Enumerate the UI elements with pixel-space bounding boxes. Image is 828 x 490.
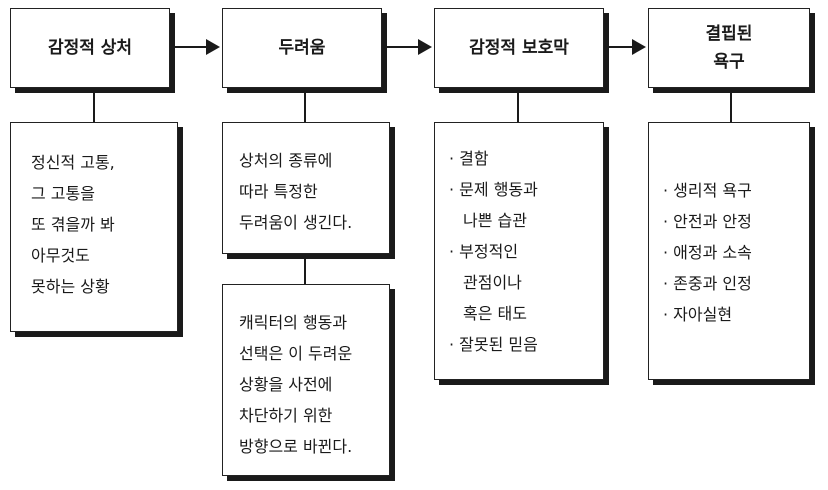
desc-emotional-wound-line-3: 또 겪을까 봐 (31, 215, 115, 234)
desc-fear-origin-line-1: 상처의 종류에 (239, 151, 333, 170)
header-unmet-needs: 결핍된 욕구 (648, 8, 810, 88)
need-belonging: 애정과 소속 (663, 237, 809, 268)
shield-item-negative: 부정적인 (449, 236, 603, 267)
desc-emotional-wound-line-1: 정신적 고통, (31, 153, 115, 172)
arrow-3-head (632, 39, 646, 55)
header-emotional-shield-label: 감정적 보호막 (469, 38, 569, 58)
header-fear: 두려움 (222, 8, 382, 88)
desc-emotional-wound-line-5: 못하는 상황 (31, 277, 110, 296)
shield-item-attitude: 혹은 태도 (463, 304, 527, 323)
connector-col2-top (304, 88, 306, 122)
need-physiological: 생리적 욕구 (663, 175, 809, 206)
need-safety: 안전과 안정 (663, 206, 809, 237)
desc-emotional-shield: 결함 문제 행동과 나쁜 습관 부정적인 관점이나 혹은 태도 잘못된 믿음 (434, 122, 604, 380)
desc-emotional-wound-line-4: 아무것도 (31, 246, 90, 265)
connector-col4 (730, 88, 732, 122)
header-emotional-shield: 감정적 보호막 (434, 8, 604, 88)
desc-fear-behavior: 캐릭터의 행동과 선택은 이 두려운 상황을 사전에 차단하기 위한 방향으로 … (222, 284, 390, 476)
shield-item-bad-habit: 나쁜 습관 (463, 211, 527, 230)
need-self-actualization: 자아실현 (663, 299, 809, 330)
header-emotional-wound: 감정적 상처 (10, 8, 170, 88)
shield-item-problem-behavior: 문제 행동과 (449, 174, 603, 205)
desc-fear-behavior-line-1: 캐릭터의 행동과 (239, 313, 348, 332)
header-unmet-needs-line-2: 욕구 (713, 52, 745, 72)
desc-emotional-wound-line-2: 그 고통을 (31, 184, 95, 203)
desc-fear-behavior-line-3: 상황을 사전에 (239, 375, 333, 394)
desc-fear-origin: 상처의 종류에 따라 특정한 두려움이 생긴다. (222, 122, 390, 254)
need-esteem: 존중과 인정 (663, 268, 809, 299)
arrow-1-shaft (170, 46, 208, 48)
arrow-1-head (206, 39, 220, 55)
header-emotional-wound-label: 감정적 상처 (47, 38, 133, 58)
shield-item-flaw: 결함 (449, 143, 603, 174)
header-fear-label: 두려움 (278, 38, 326, 58)
connector-col3 (517, 88, 519, 122)
arrow-2-head (418, 39, 432, 55)
shield-item-viewpoint: 관점이나 (463, 273, 522, 292)
desc-fear-behavior-line-4: 차단하기 위한 (239, 406, 333, 425)
connector-col2-mid (304, 254, 306, 284)
desc-fear-origin-line-3: 두려움이 생긴다. (239, 213, 353, 232)
header-unmet-needs-line-1: 결핍된 (705, 24, 753, 44)
desc-fear-behavior-line-2: 선택은 이 두려운 (239, 344, 353, 363)
arrow-3-shaft (604, 46, 634, 48)
desc-fear-behavior-line-5: 방향으로 바뀐다. (239, 437, 353, 456)
desc-fear-origin-line-2: 따라 특정한 (239, 182, 318, 201)
connector-col1 (93, 88, 95, 122)
arrow-2-shaft (382, 46, 420, 48)
shield-item-wrong-belief: 잘못된 믿음 (449, 329, 603, 360)
desc-unmet-needs: 생리적 욕구 안전과 안정 애정과 소속 존중과 인정 자아실현 (648, 122, 810, 380)
desc-emotional-wound: 정신적 고통, 그 고통을 또 겪을까 봐 아무것도 못하는 상황 (10, 122, 178, 332)
